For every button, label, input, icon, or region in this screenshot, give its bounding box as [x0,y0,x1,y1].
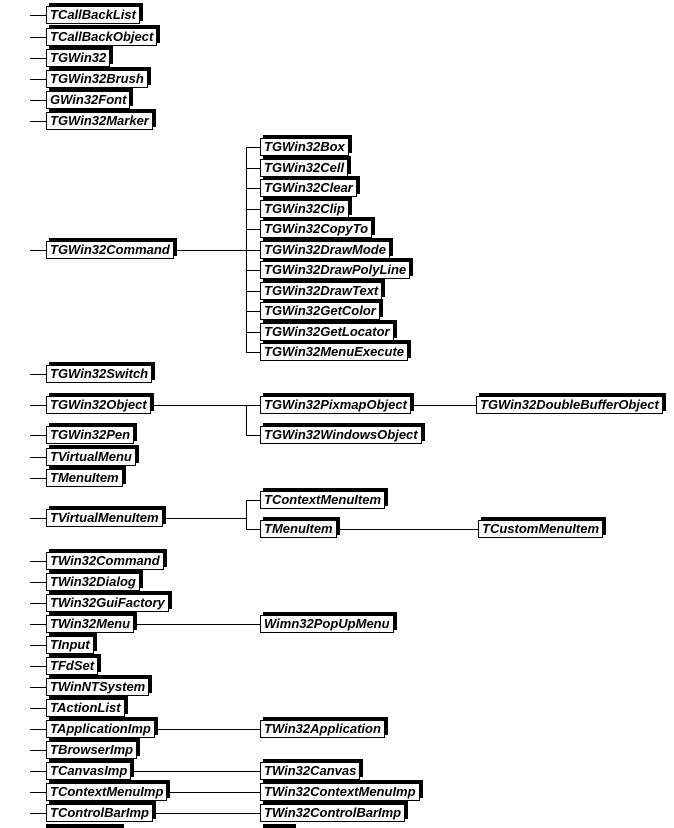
class-box-TGWin32Clip[interactable]: TGWin32Clip [260,200,349,218]
class-box-TGWin32GetLocator[interactable]: TGWin32GetLocator [260,323,394,341]
class-box-TInput[interactable]: TInput [46,636,94,654]
cutoff-class-box-shadow [263,824,296,828]
class-box-TWin32Application[interactable]: TWin32Application [260,720,385,738]
class-box-TMenuItem[interactable]: TMenuItem [260,520,337,538]
class-box-TVirtualMenuItem[interactable]: TVirtualMenuItem [46,509,163,527]
class-box-Wimn32PopUpMenu[interactable]: Wimn32PopUpMenu [260,615,394,633]
class-box-TGWin32DrawText[interactable]: TGWin32DrawText [260,282,383,300]
class-box-TCallBackList[interactable]: TCallBackList [46,6,140,24]
class-box-TGWin32Object[interactable]: TGWin32Object [46,396,151,414]
connector-line [30,729,60,730]
connector-line [30,624,60,625]
connector-line [270,529,488,530]
class-box-TGWin32CopyTo[interactable]: TGWin32CopyTo [260,220,373,238]
class-box-TGWin32Box[interactable]: TGWin32Box [260,138,349,156]
connector-line [30,478,60,479]
class-box-TCustomMenuItem[interactable]: TCustomMenuItem [478,520,603,538]
connector-line [30,771,60,772]
class-box-TCallBackObject[interactable]: TCallBackObject [46,28,158,46]
class-box-TBrowserImp[interactable]: TBrowserImp [46,741,138,759]
connector-line [30,405,60,406]
class-box-TApplicationImp[interactable]: TApplicationImp [46,720,155,738]
class-box-TGWin32MenuExecute[interactable]: TGWin32MenuExecute [260,343,409,361]
connector-line [30,582,60,583]
class-box-TGWin32WindowsObject[interactable]: TGWin32WindowsObject [260,426,422,444]
class-box-TWin32ControlBarImp[interactable]: TWin32ControlBarImp [260,804,406,822]
class-box-TWin32Menu[interactable]: TWin32Menu [46,615,135,633]
connector-line [30,666,60,667]
class-box-TWin32Canvas[interactable]: TWin32Canvas [260,762,361,780]
connector-line [30,708,60,709]
connector-line [30,250,60,251]
class-box-TGWin32Cell[interactable]: TGWin32Cell [260,159,349,177]
class-box-TFdSet[interactable]: TFdSet [46,657,99,675]
class-box-TGWin32Command[interactable]: TGWin32Command [46,241,174,259]
connector-line [30,15,60,16]
class-box-TWin32ContextMenuImp[interactable]: TWin32ContextMenuImp [260,783,420,801]
connector-line [56,405,274,406]
class-box-TGWin32[interactable]: TGWin32 [46,49,111,67]
class-box-GWin32Font[interactable]: GWin32Font [46,91,131,109]
cutoff-class-box-shadow [46,824,124,828]
connector-line [30,58,60,59]
connector-line [30,100,60,101]
connector-line [30,518,60,519]
class-box-TGWin32Pen[interactable]: TGWin32Pen [46,426,135,444]
class-box-TGWin32DoubleBufferObject[interactable]: TGWin32DoubleBufferObject [476,396,663,414]
connector-line [30,645,60,646]
connector-line [246,500,247,530]
class-box-TGWin32GetColor[interactable]: TGWin32GetColor [260,302,380,320]
connector-line [30,374,60,375]
connector-line [30,435,60,436]
connector-line [30,121,60,122]
class-box-TContextMenuItem[interactable]: TContextMenuItem [260,491,385,509]
class-box-TActionList[interactable]: TActionList [46,699,125,717]
class-box-TWin32GuiFactory[interactable]: TWin32GuiFactory [46,594,169,612]
class-box-TGWin32Marker[interactable]: TGWin32Marker [46,112,153,130]
class-box-TVirtualMenu[interactable]: TVirtualMenu [46,448,136,466]
connector-line [30,561,60,562]
class-box-TMenuItem[interactable]: TMenuItem [46,469,123,487]
class-box-TWin32Command[interactable]: TWin32Command [46,552,164,570]
class-box-TWinNTSystem[interactable]: TWinNTSystem [46,678,150,696]
class-box-TControlBarImp[interactable]: TControlBarImp [46,804,153,822]
connector-line [246,147,247,353]
connector-line [30,687,60,688]
class-box-TGWin32Clear[interactable]: TGWin32Clear [260,179,357,197]
connector-line [56,624,274,625]
connector-line [30,792,60,793]
connector-line [246,405,247,436]
class-box-TGWin32Switch[interactable]: TGWin32Switch [46,365,153,383]
class-box-TCanvasImp[interactable]: TCanvasImp [46,762,132,780]
connector-line [30,750,60,751]
connector-line [56,813,274,814]
class-box-TWin32Dialog[interactable]: TWin32Dialog [46,573,140,591]
connector-line [30,813,60,814]
class-box-TGWin32DrawPolyLine[interactable]: TGWin32DrawPolyLine [260,261,411,279]
connector-line [56,771,274,772]
connector-line [30,37,60,38]
class-box-TContextMenuImp[interactable]: TContextMenuImp [46,783,168,801]
class-box-TGWin32Brush[interactable]: TGWin32Brush [46,70,148,88]
connector-line [30,603,60,604]
class-box-TGWin32PixmapObject[interactable]: TGWin32PixmapObject [260,396,411,414]
connector-line [30,79,60,80]
class-box-TGWin32DrawMode[interactable]: TGWin32DrawMode [260,241,390,259]
connector-line [30,457,60,458]
connector-line [56,729,274,730]
